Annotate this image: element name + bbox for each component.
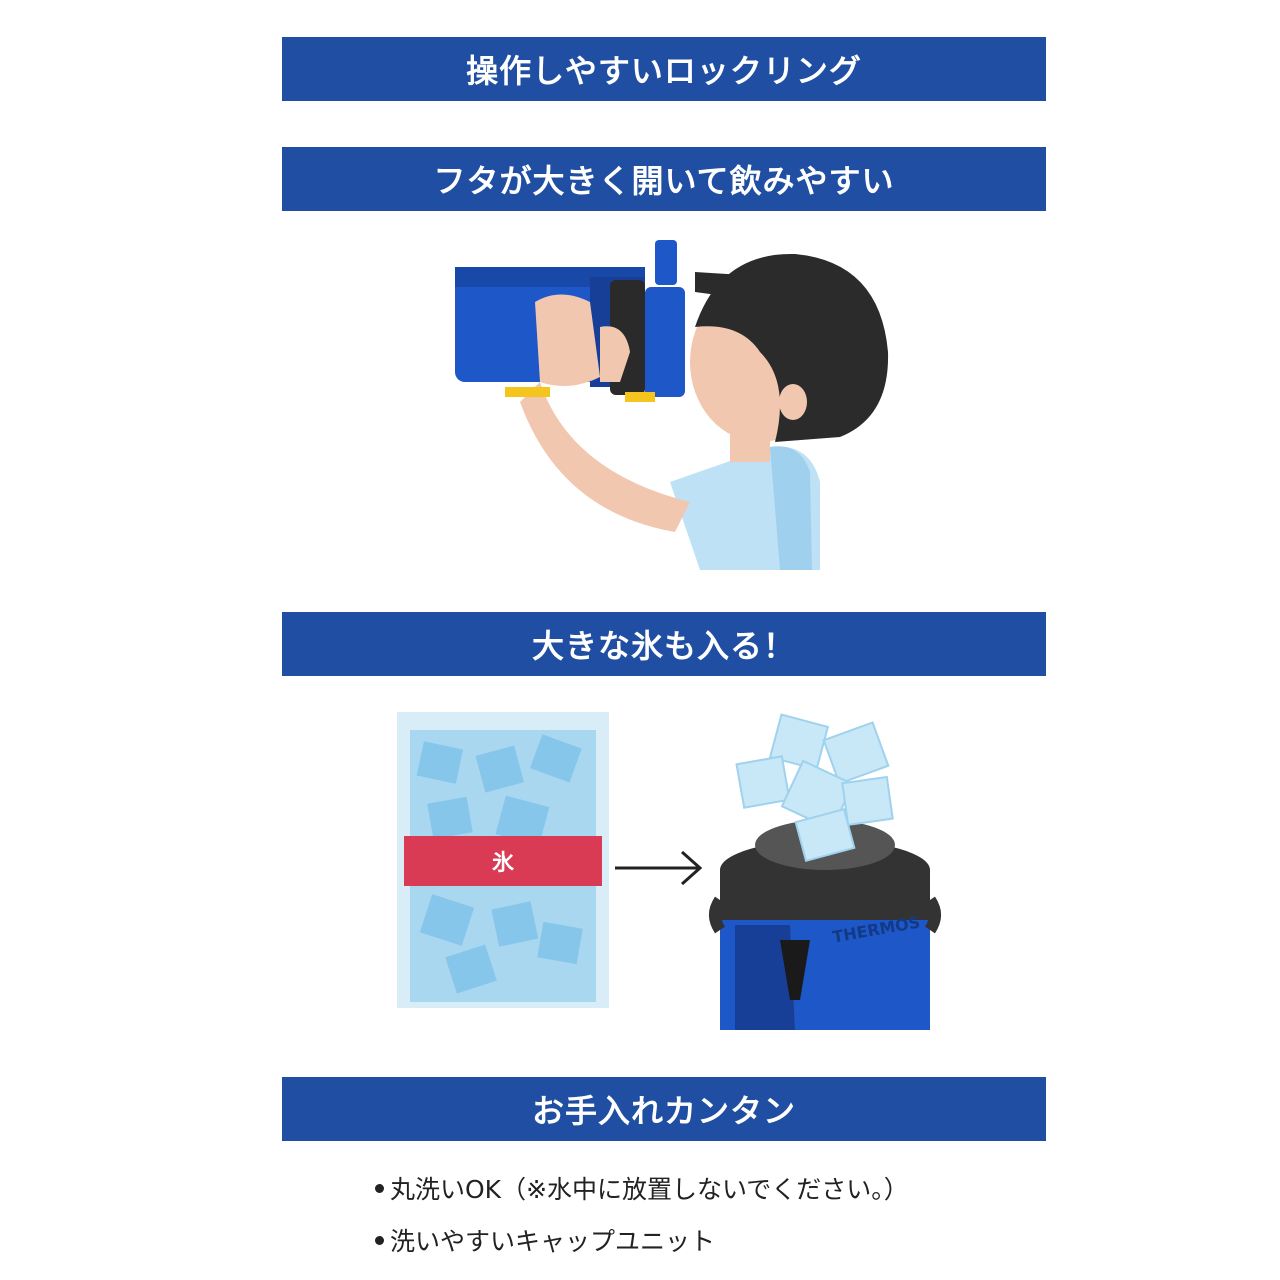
bullet-dot-icon (375, 1183, 384, 1193)
feature-text: 洗いやすいキャップユニット (390, 1227, 716, 1256)
child-drinking-illustration (455, 240, 889, 570)
bullet-dot-icon (375, 1235, 384, 1245)
ice-into-bottle-illustration (397, 712, 941, 1030)
feature-item: 丸洗いOK（※水中に放置しないでください。） (375, 1170, 909, 1206)
section-title-locking-ring: 操作しやすいロックリング (282, 37, 1046, 101)
ice-bag-label: 氷 (491, 851, 514, 876)
section-title-easy-drink: フタが大きく開いて飲みやすい (282, 147, 1046, 211)
section-title-easy-care: お手入れカンタン (282, 1077, 1046, 1141)
feature-text: 丸洗いOK（※水中に放置しないでください。） (390, 1175, 909, 1204)
feature-item: 洗いやすいキャップユニット (375, 1222, 715, 1258)
section-title-big-ice: 大きな氷も入る！ (282, 612, 1046, 676)
